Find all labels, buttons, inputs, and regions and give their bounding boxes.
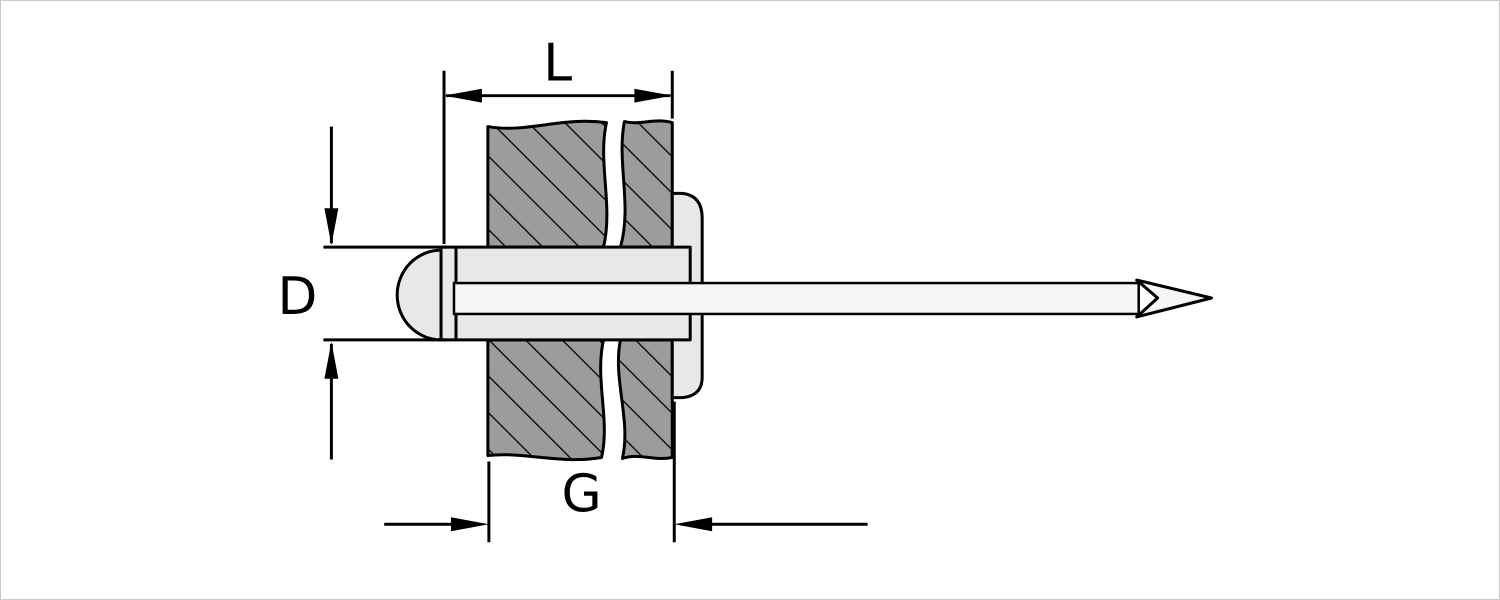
plate-right-top — [618, 119, 674, 249]
arrow-G-left — [674, 517, 713, 532]
rivet — [395, 191, 1213, 400]
arrow-L-left — [444, 88, 482, 103]
plate-right-bottom — [616, 338, 674, 460]
dimension-G: G — [384, 401, 868, 543]
rivet-head-dome — [395, 248, 443, 342]
arrow-L-right — [634, 88, 673, 103]
dim-label-G: G — [561, 464, 601, 524]
mandrel-tip — [1135, 278, 1213, 319]
plates — [486, 119, 674, 462]
mandrel-stem — [452, 281, 1140, 316]
plate-left-bottom — [486, 338, 606, 462]
arrow-D-up — [324, 341, 339, 379]
dim-label-L: L — [543, 34, 572, 94]
plate-left-top — [486, 119, 609, 249]
arrow-G-right — [451, 517, 489, 532]
dimension-L: L — [442, 34, 674, 245]
dim-label-D: D — [278, 267, 318, 327]
arrow-D-down — [324, 208, 339, 246]
dimension-D: D — [278, 126, 448, 460]
